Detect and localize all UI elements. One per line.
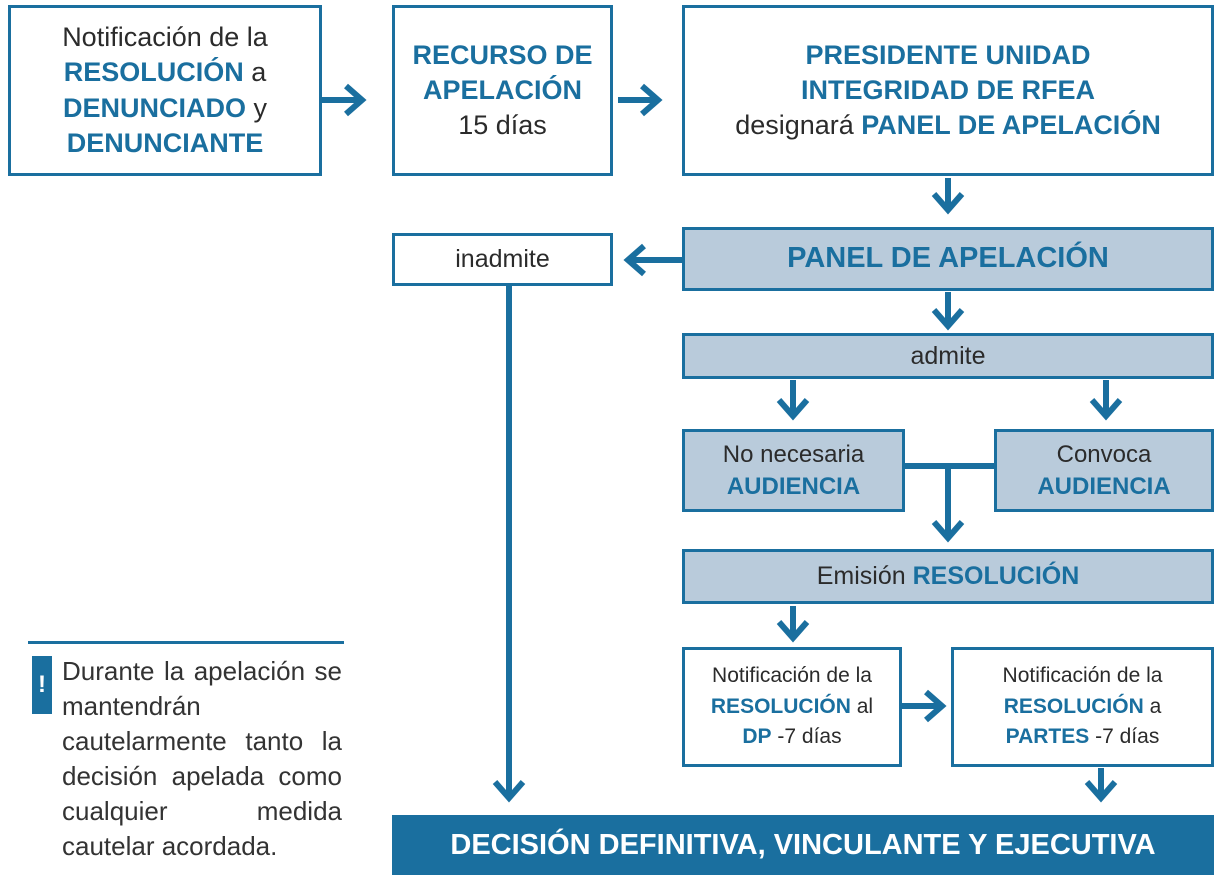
emision-resolucion-box: Emisión RESOLUCIÓN (682, 549, 1214, 604)
plain-text: -7 días (771, 725, 842, 749)
box-label: DECISIÓN DEFINITIVA, VINCULANTE Y EJECUT… (450, 829, 1156, 861)
notification-denunciado-denunciante-box: Notificación de la RESOLUCIÓN a DENUNCIA… (8, 5, 322, 176)
box-line: 15 días (458, 110, 547, 141)
appeal-note: ! Durante la apelación se mantendrán cau… (28, 641, 344, 872)
admite-box: admite (682, 333, 1214, 379)
box-line: Convoca (1056, 441, 1152, 469)
box-line: No necesaria (722, 441, 865, 469)
note-text: Durante la apelación se mantendrán caute… (62, 656, 342, 861)
recurso-apelacion-box: RECURSO DE APELACIÓN 15 días (392, 5, 613, 176)
highlight-text: DP (742, 725, 772, 749)
box-line: Notificación de la (712, 664, 872, 688)
highlight-text: AUDIENCIA (1037, 472, 1171, 500)
highlight-text: RESOLUCIÓN (710, 694, 851, 718)
highlight-text: AUDIENCIA (726, 472, 861, 500)
highlight-text: RESOLUCIÓN (912, 562, 1080, 591)
plain-text: a (1143, 694, 1162, 718)
highlight-text: INTEGRIDAD DE RFEA (800, 74, 1095, 105)
inadmite-box: inadmite (392, 233, 613, 286)
highlight-text: RECURSO DE (412, 39, 593, 70)
no-necesaria-audiencia-box: No necesaria AUDIENCIA (682, 429, 905, 512)
box-line: Notificación de la (62, 22, 268, 53)
plain-text: -7 días (1089, 725, 1160, 749)
highlight-text: RESOLUCIÓN (1003, 694, 1144, 718)
plain-text: y (246, 92, 268, 123)
box-line: Notificación de la (1002, 664, 1163, 688)
exclamation-icon: ! (32, 656, 52, 714)
highlight-text: DENUNCIANTE (66, 127, 264, 158)
plain-text: al (850, 694, 874, 718)
highlight-text: DENUNCIADO (62, 92, 246, 123)
highlight-text: PARTES (1005, 725, 1090, 749)
notification-dp-box: Notificación de la RESOLUCIÓN al DP -7 d… (682, 647, 902, 767)
box-label: admite (910, 341, 986, 370)
plain-text: Emisión (816, 562, 913, 591)
notification-partes-box: Notificación de la RESOLUCIÓN a PARTES -… (951, 647, 1214, 767)
panel-apelacion-box: PANEL DE APELACIÓN (682, 227, 1214, 291)
plain-text: designará (735, 110, 862, 141)
box-label: inadmite (455, 245, 550, 274)
highlight-text: RESOLUCIÓN (63, 57, 244, 88)
highlight-text: PANEL DE APELACIÓN (787, 242, 1109, 275)
final-decision-box: DECISIÓN DEFINITIVA, VINCULANTE Y EJECUT… (392, 815, 1214, 875)
presidente-unidad-box: PRESIDENTE UNIDAD INTEGRIDAD DE RFEA des… (682, 5, 1214, 176)
highlight-text: PRESIDENTE UNIDAD (805, 39, 1091, 70)
convoca-audiencia-box: Convoca AUDIENCIA (994, 429, 1214, 512)
plain-text: a (243, 57, 267, 88)
highlight-text: PANEL DE APELACIÓN (861, 110, 1161, 141)
highlight-text: APELACIÓN (422, 74, 582, 105)
